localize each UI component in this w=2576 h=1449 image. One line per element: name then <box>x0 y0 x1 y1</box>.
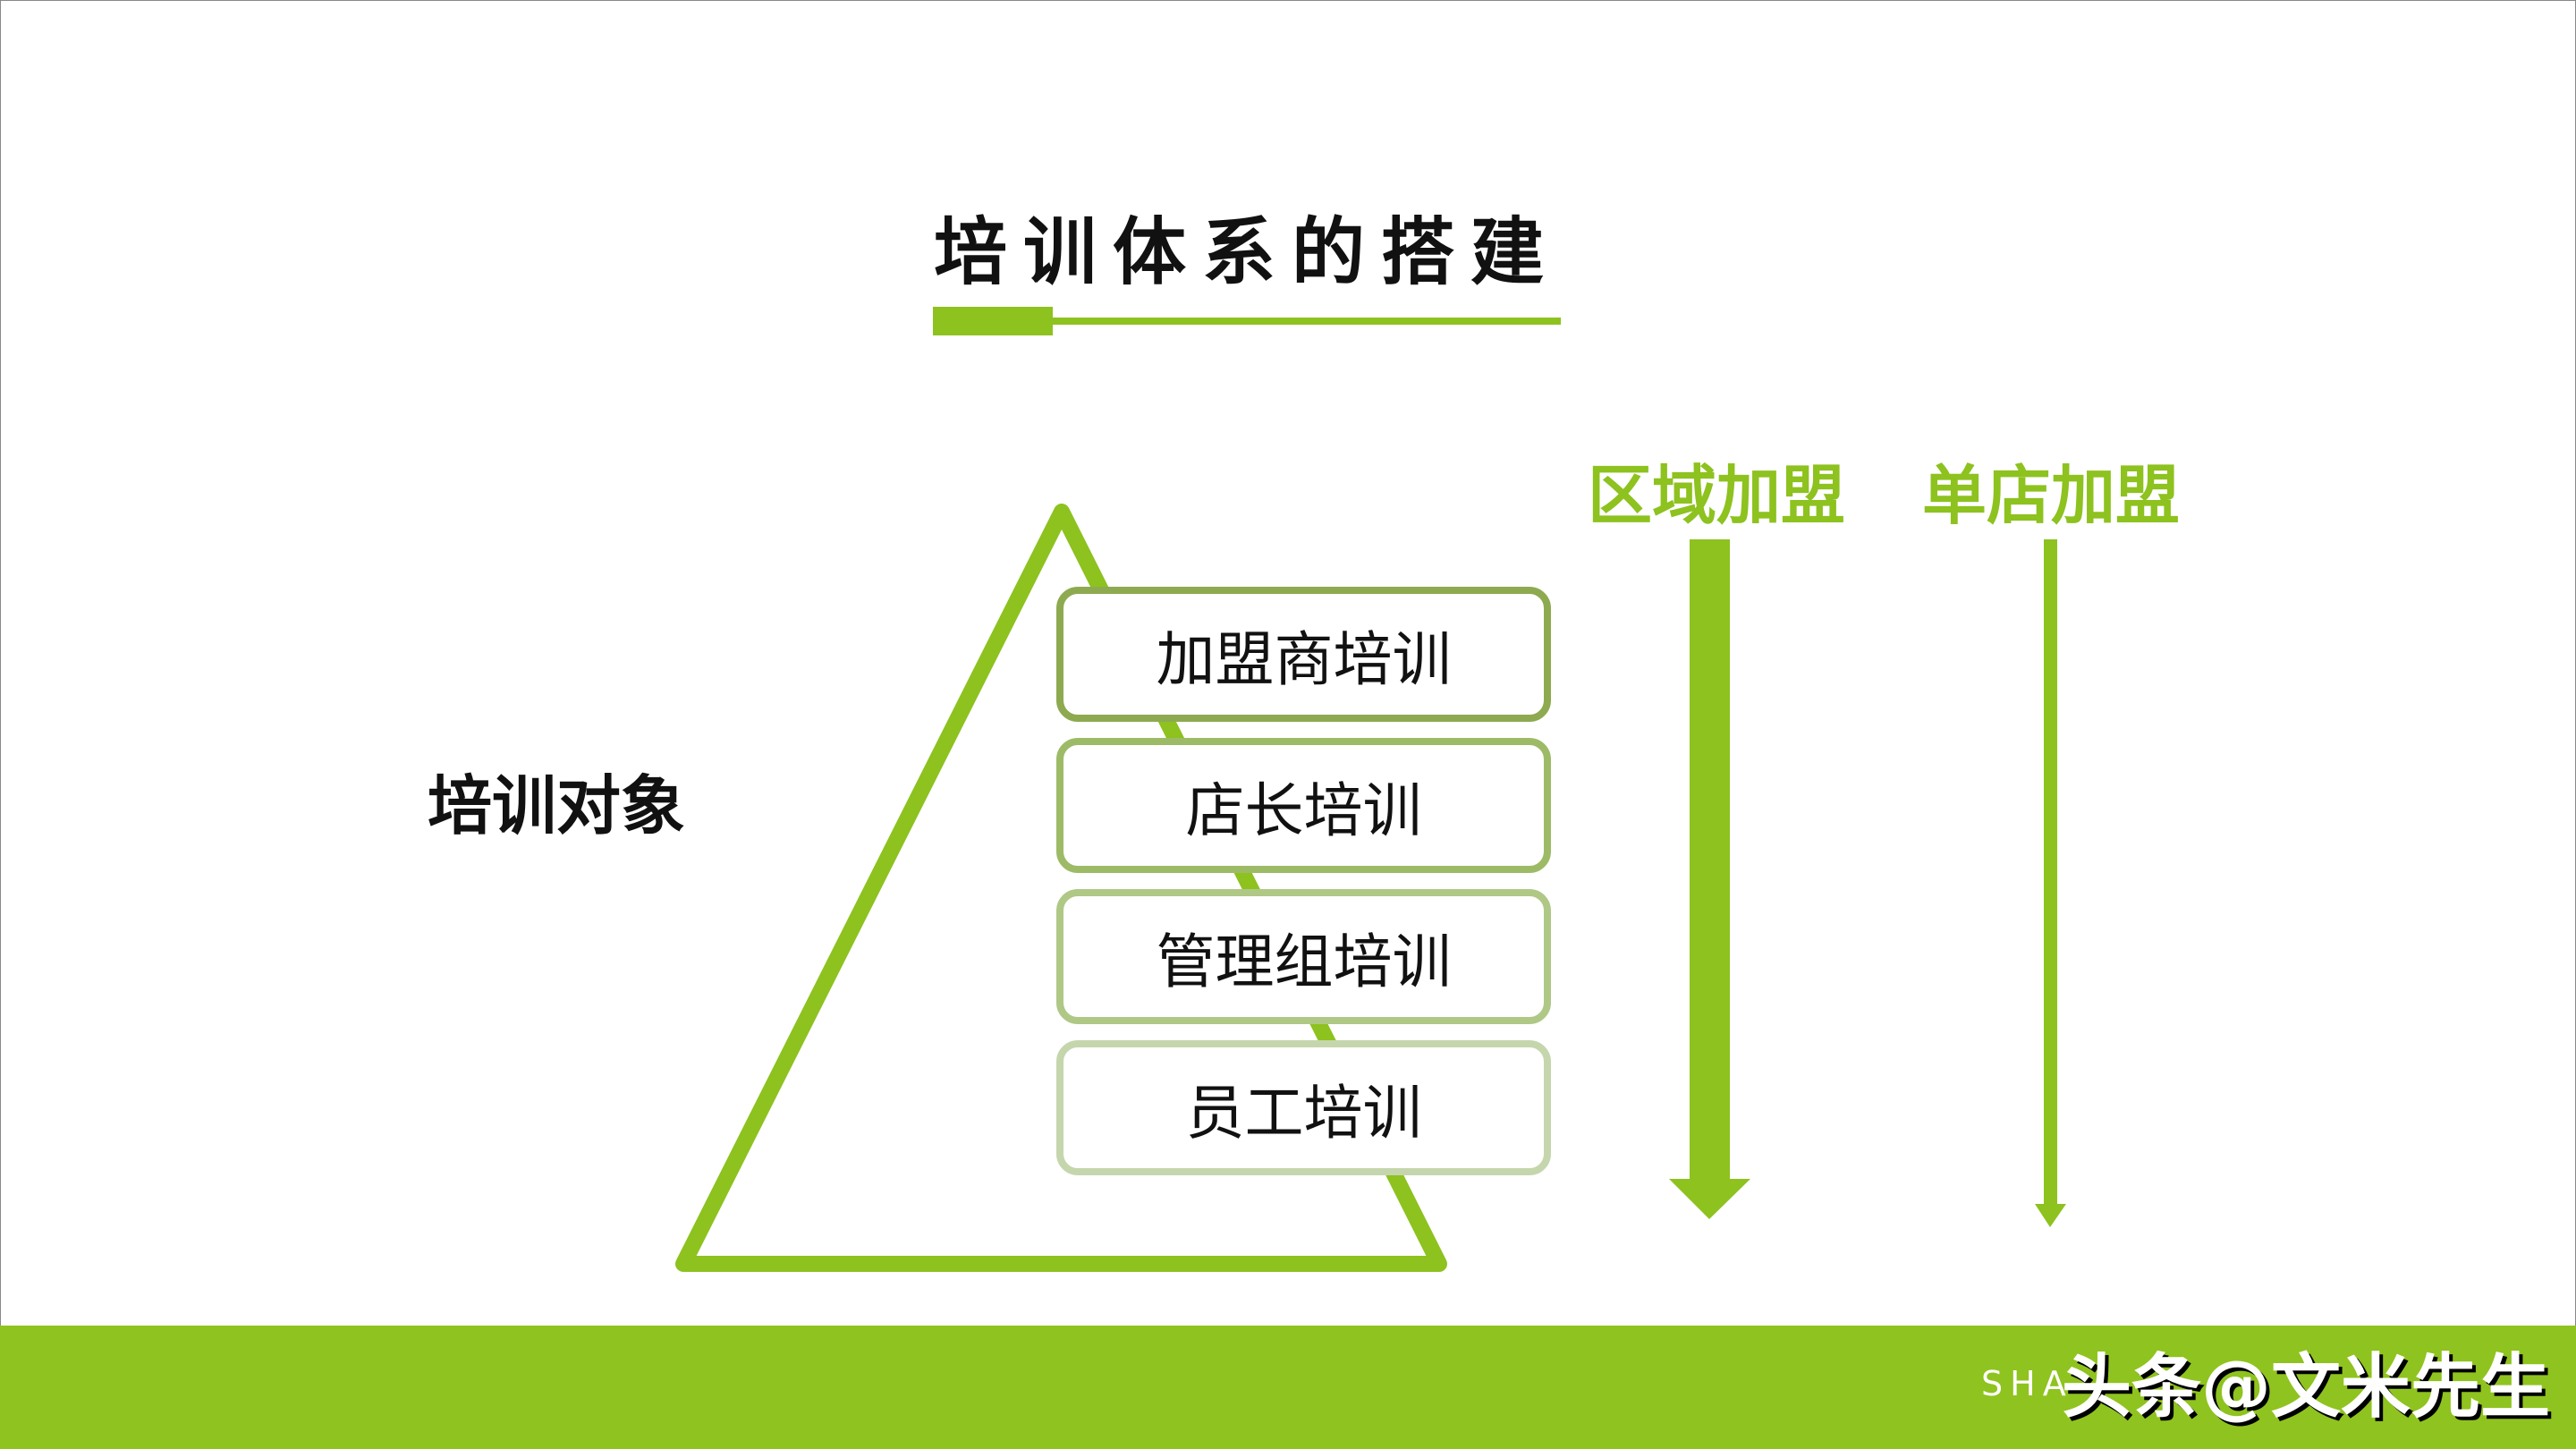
title-underline <box>1053 318 1561 325</box>
level-label: 加盟商培训 <box>1156 624 1452 694</box>
watermark: 头条@文米先生 <box>2062 1347 2551 1428</box>
page-title: 培训体系的搭建 <box>933 210 1560 295</box>
arrow-shaft-single-store <box>2044 539 2057 1208</box>
target-label: 培训对象 <box>428 768 686 843</box>
level-box-staff: 员工培训 <box>1056 1040 1551 1175</box>
footer-subtitle: SHA <box>1981 1364 2073 1403</box>
arrow-head-single-store <box>2035 1204 2066 1227</box>
pyramid-triangle <box>675 504 1447 1272</box>
level-label: 管理组培训 <box>1156 927 1452 996</box>
level-box-franchisee: 加盟商培训 <box>1056 587 1551 722</box>
level-label: 店长培训 <box>1185 775 1422 845</box>
title-underline-accent <box>933 307 1053 335</box>
footer-bar <box>0 1326 2576 1449</box>
level-box-management: 管理组培训 <box>1056 889 1551 1024</box>
arrow-head-regional <box>1669 1179 1750 1219</box>
category-regional: 区域加盟 <box>1588 458 1846 533</box>
level-label: 员工培训 <box>1185 1078 1422 1148</box>
category-single-store: 单店加盟 <box>1922 458 2181 533</box>
level-box-store-manager: 店长培训 <box>1056 738 1551 873</box>
arrow-shaft-regional <box>1690 539 1730 1183</box>
